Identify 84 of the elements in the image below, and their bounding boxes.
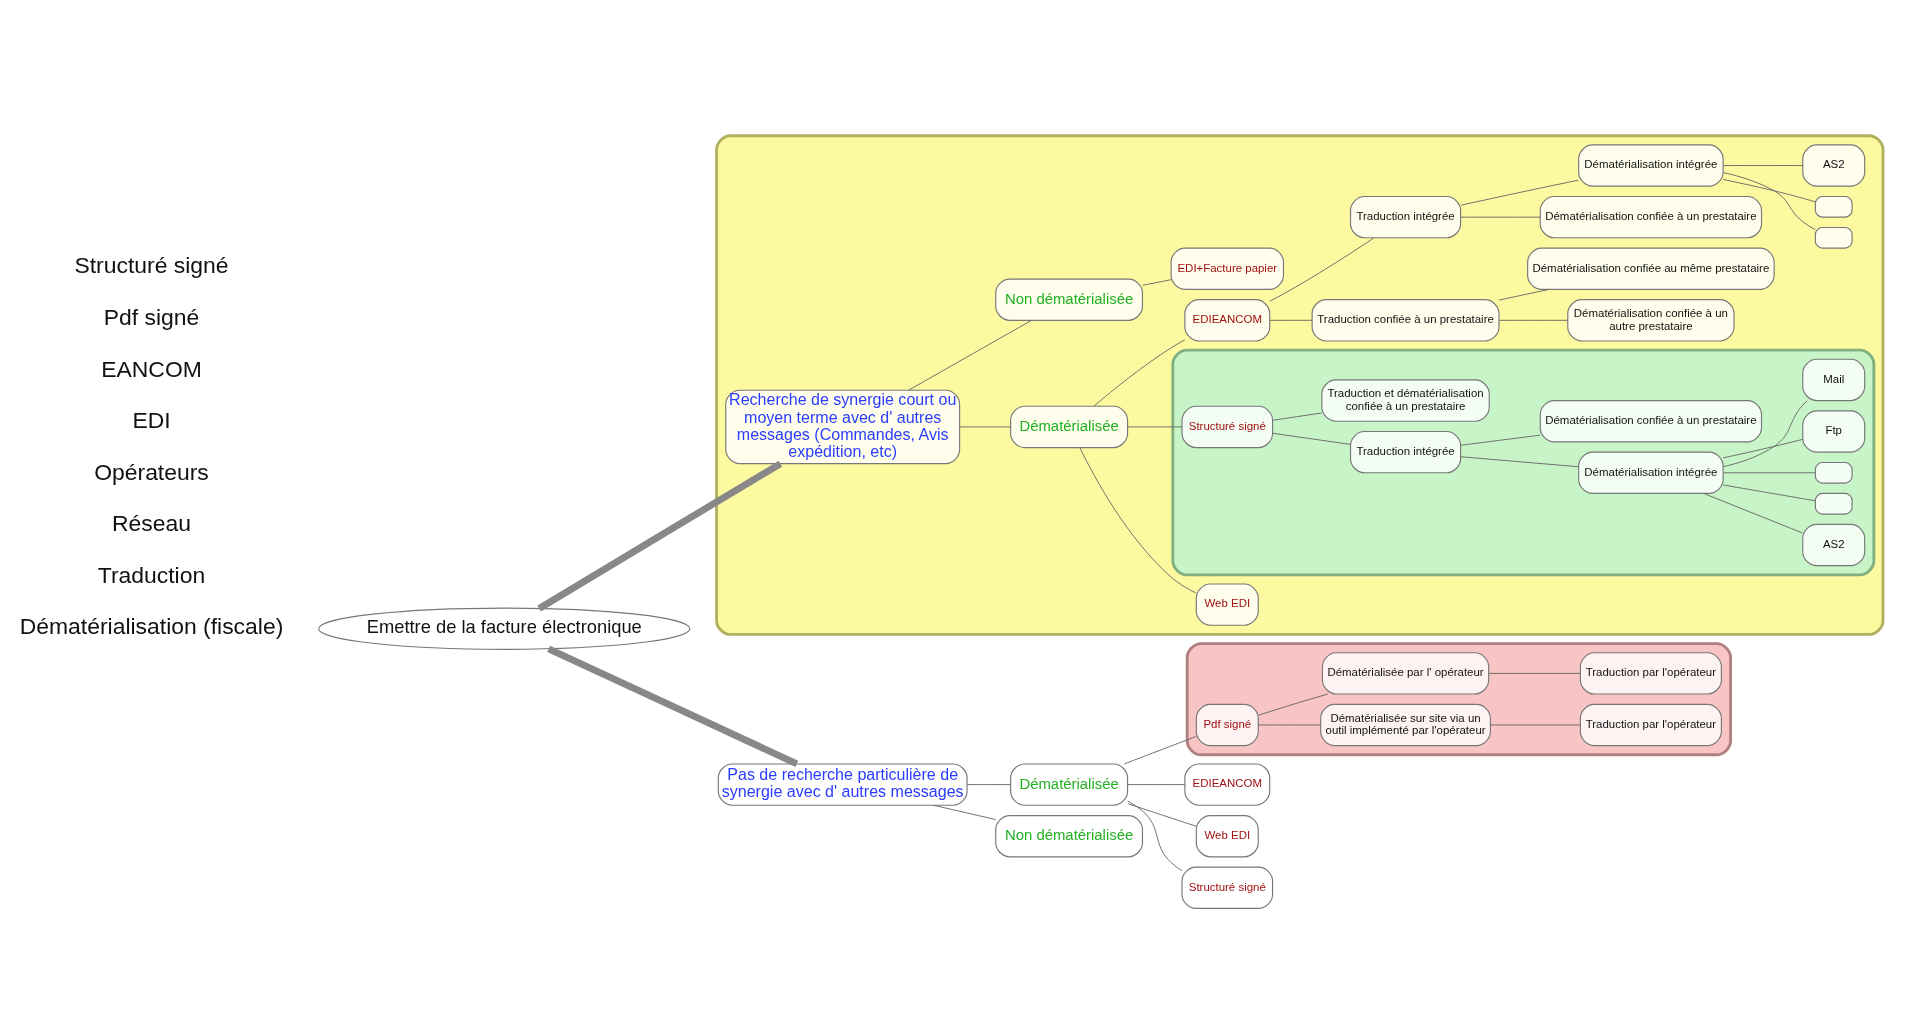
node-box [1814, 492, 1853, 515]
node-box: Traduction intégrée [1349, 430, 1462, 474]
connector [1258, 693, 1329, 716]
node-box: Traduction par l'opérateur [1579, 652, 1722, 695]
node-box [1814, 226, 1853, 249]
connector [1722, 400, 1808, 468]
connector [1127, 426, 1183, 428]
connector [1703, 493, 1803, 534]
connector [1490, 724, 1581, 726]
node-box: Dématérialisation confiée à un autre prestataire [1567, 299, 1735, 342]
connector [1460, 456, 1579, 468]
node-box [1814, 461, 1853, 484]
connector [1460, 179, 1579, 206]
label: Traduction [97, 561, 206, 588]
connector [1460, 216, 1541, 218]
node-ellipse: Emettre de la facture électronique [318, 607, 691, 650]
connector [1269, 237, 1375, 302]
node-box: Traduction intégrée [1349, 195, 1462, 239]
connector [1257, 724, 1321, 726]
node-box: Ftp [1802, 410, 1866, 453]
node-box: Pdf signé [1195, 703, 1259, 747]
connector [1269, 319, 1313, 321]
node-box: EDIEANCOM [1184, 299, 1271, 342]
node-box [1814, 195, 1853, 218]
connector [1722, 472, 1816, 474]
node-box: EDIEANCOM [1184, 763, 1271, 806]
label: Réseau [112, 510, 191, 537]
label: EDI [132, 407, 171, 434]
connector [966, 784, 1011, 786]
cluster [1185, 642, 1732, 757]
node-box: Dématérialisation confiée à un prestataire [1539, 400, 1763, 443]
node-box: Structuré signé [1181, 405, 1274, 449]
node-box: Traduction confiée à un prestataire [1311, 299, 1500, 342]
connector [959, 426, 1011, 428]
connector [1093, 339, 1186, 407]
connector [1123, 736, 1197, 765]
node-box: AS2 [1802, 144, 1866, 187]
label: Structuré signé [74, 252, 229, 279]
node-box: Dématérialisée sur site via un outil implémenté par l'opérateur [1320, 703, 1491, 747]
node-box: Non dématérialisée [995, 278, 1144, 321]
node-box: Dématérialisation confiée à un prestataire [1539, 195, 1763, 239]
node-box: Recherche de synergie court ou moyen terme avec d' autres messages (Commandes, Avis expédition, etc) [725, 389, 961, 465]
node-box: Dématérialisation intégrée [1578, 144, 1724, 187]
connector [1272, 412, 1323, 421]
connector [933, 804, 997, 820]
cluster [715, 134, 1885, 636]
connector [1272, 432, 1351, 445]
label: EANCOM [101, 355, 202, 382]
connector [547, 645, 799, 767]
node-box: Dématérialisation confiée au même prestataire [1527, 247, 1775, 290]
connector [908, 319, 1032, 391]
node-box: Non dématérialisée [995, 815, 1144, 858]
cluster [1171, 348, 1876, 577]
connector [1722, 165, 1804, 166]
connector [537, 460, 783, 612]
connector [1127, 800, 1183, 872]
connector [1488, 672, 1581, 674]
connector [1722, 484, 1816, 502]
connector [1127, 803, 1197, 827]
connector [1460, 434, 1541, 446]
node-box: Dématérialisée [1010, 763, 1129, 806]
node-box: Web EDI [1195, 583, 1259, 626]
node-box: AS2 [1802, 523, 1866, 567]
connector [1722, 179, 1816, 203]
node-box: EDI+Facture papier [1170, 247, 1285, 290]
connector [1722, 438, 1804, 459]
connector [1079, 447, 1197, 594]
connector [1142, 279, 1172, 286]
node-box: Traduction par l'opérateur [1579, 703, 1722, 747]
connector [1127, 784, 1186, 786]
node-box: Traduction et dématérialisation confiée à un prestataire [1321, 379, 1490, 422]
node-box: Pas de recherche particulière de synergie avec d' autres messages [717, 763, 968, 806]
label: Opérateurs [94, 458, 209, 485]
connector [1498, 288, 1550, 301]
label: Dématérialisation (fiscale) [19, 613, 284, 640]
label: Pdf signé [103, 303, 200, 330]
node-box: Dématérialisée [1010, 405, 1129, 449]
node-box: Structuré signé [1181, 866, 1274, 909]
node-box: Dématérialisée par l' opérateur [1321, 652, 1490, 695]
node-box: Dématérialisation intégrée [1578, 451, 1724, 494]
node-box: Mail [1802, 358, 1866, 402]
connector [1498, 319, 1569, 321]
connector [1722, 172, 1816, 231]
node-box: Web EDI [1195, 815, 1259, 858]
